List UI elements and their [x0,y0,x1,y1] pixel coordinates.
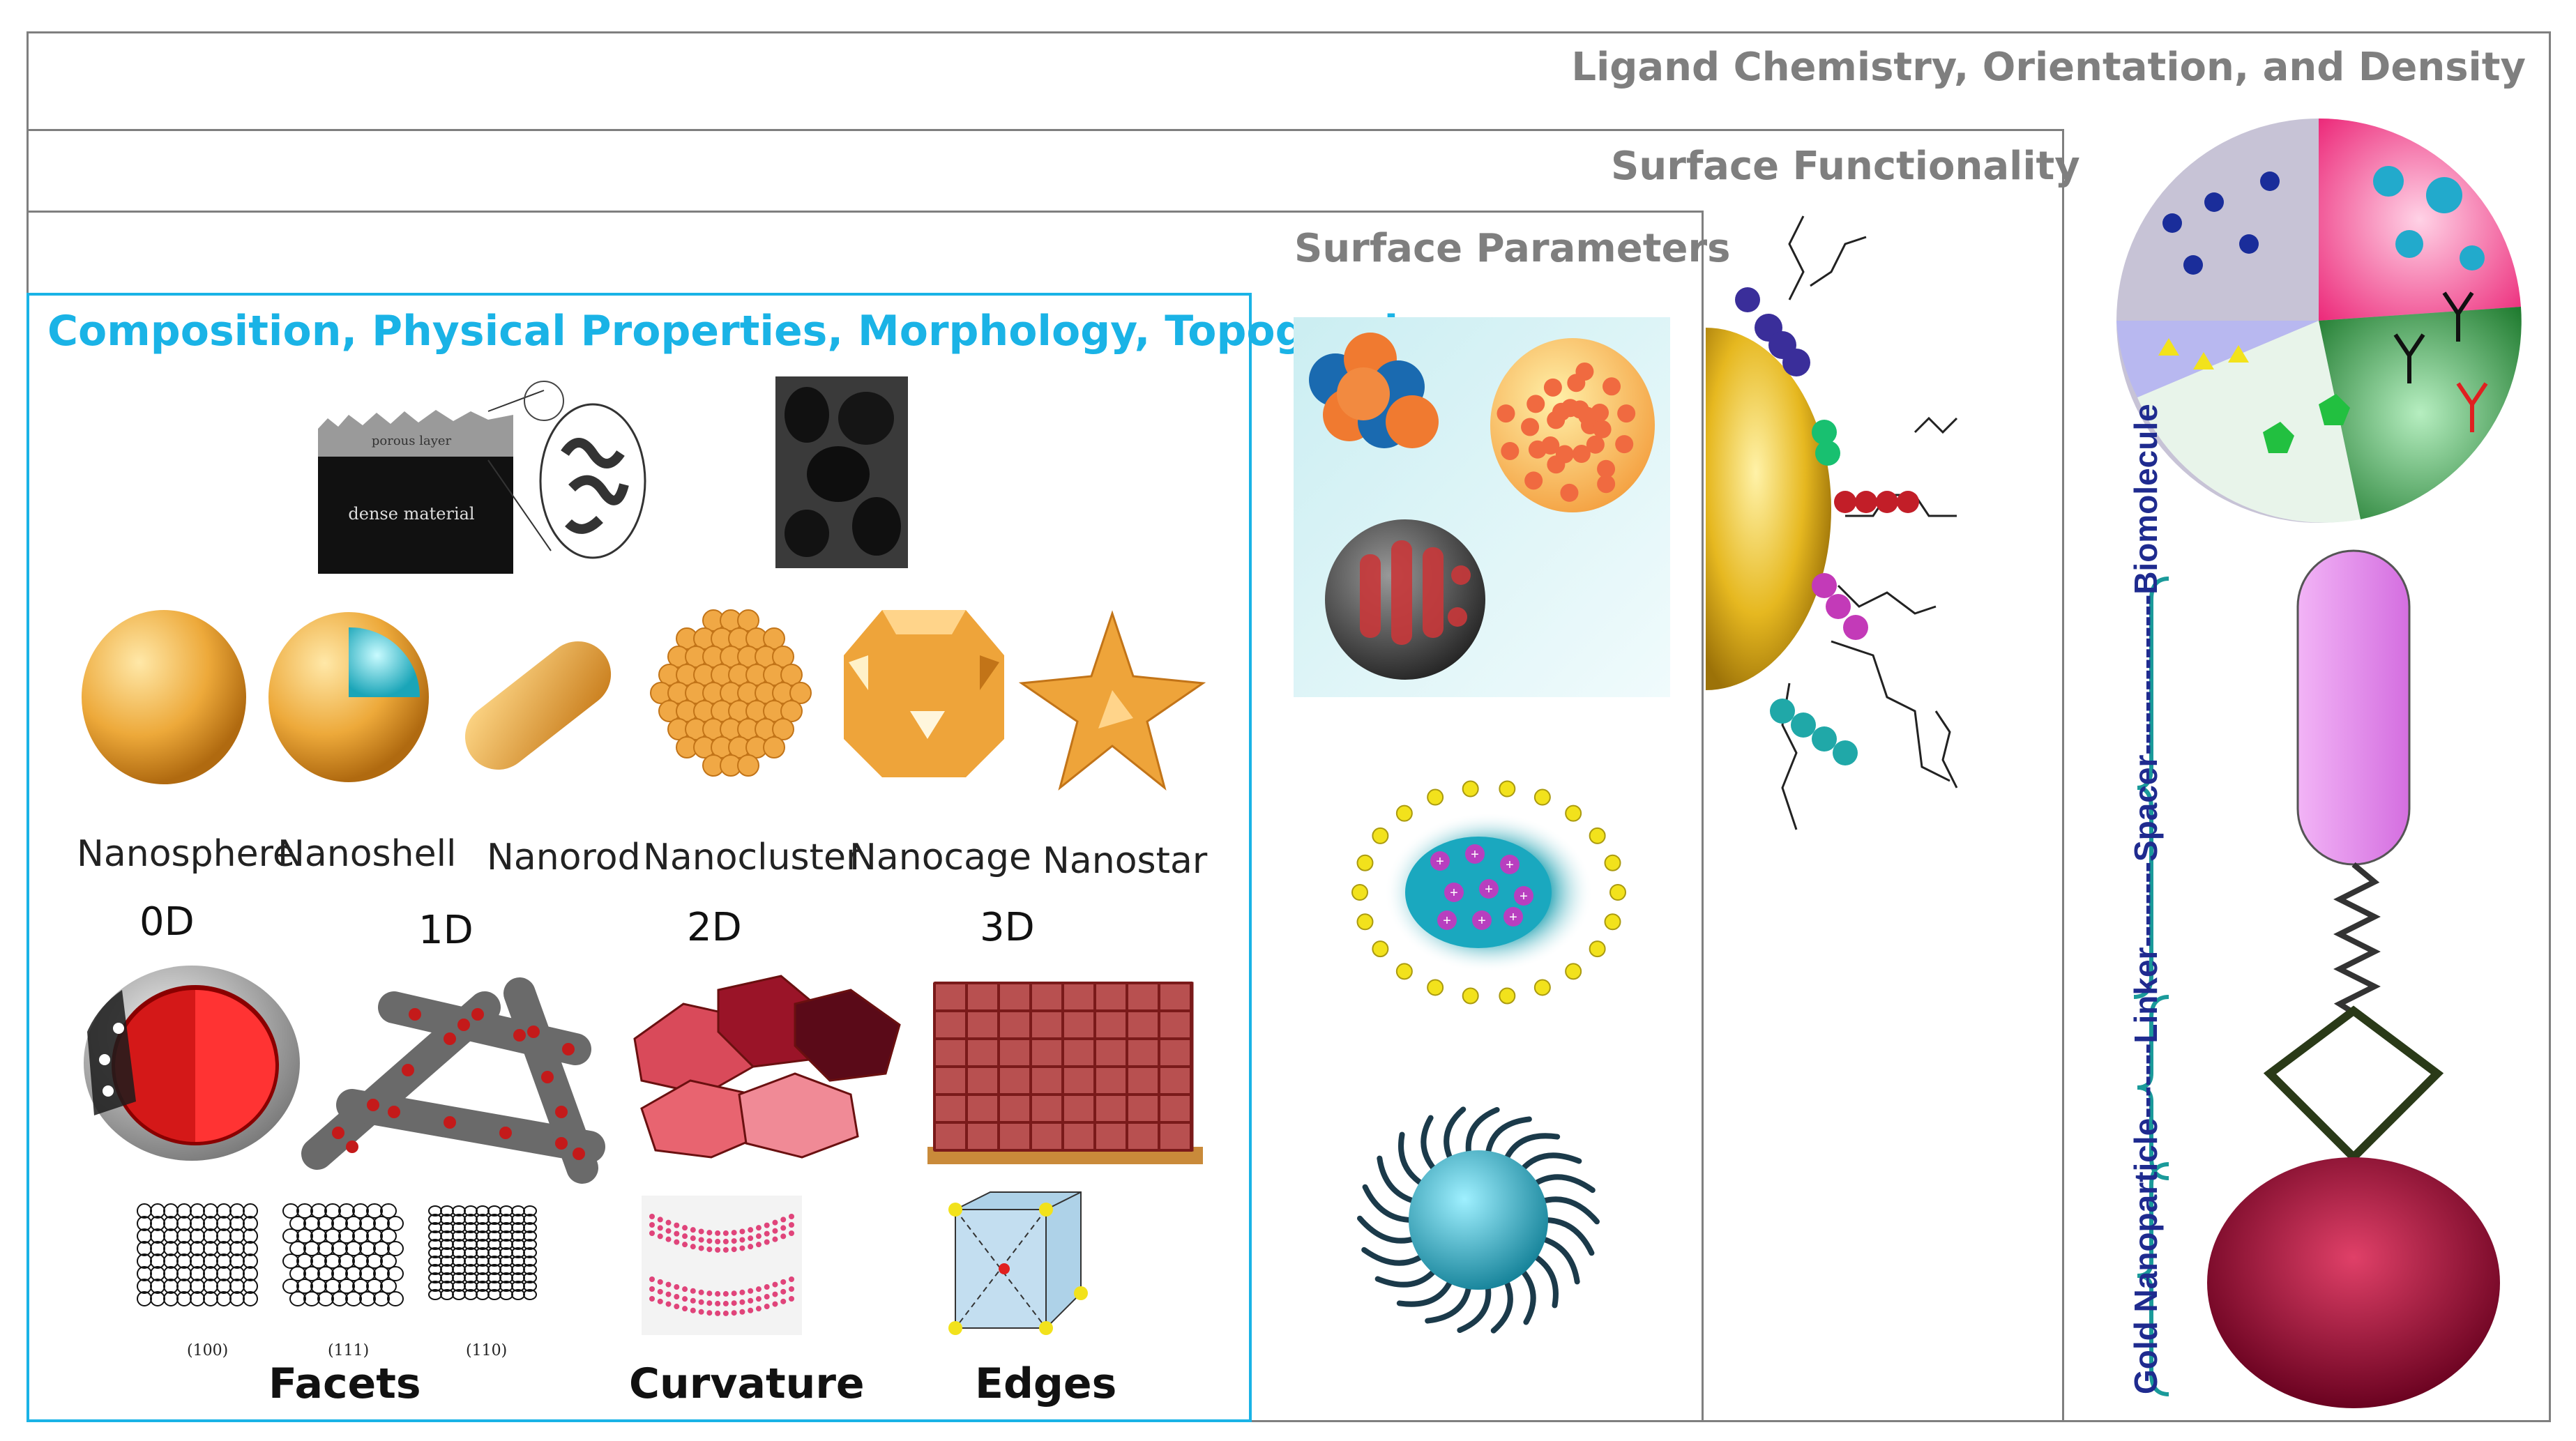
nanocluster-icon [650,609,812,777]
nanotube-network-1d [301,977,605,1184]
edges-cube-diagram [948,1191,1088,1335]
surface-functionality-title: Surface Functionality [1611,144,2080,189]
svg-text:+: + [1520,889,1528,904]
porous-micrograph [775,376,908,568]
facet-lattice-111 [282,1203,404,1306]
dimension-label-2d: 2D [687,905,742,950]
nanorod-icon [464,641,612,770]
shape-label-nanorod: Nanorod [487,837,641,878]
dimension-label-1d: 1D [418,908,473,953]
ligand-panel-title: Ligand Chemistry, Orientation, and Densi… [1571,45,2526,90]
feature-label-facets: Facets [268,1359,421,1408]
surface-parameters-title: Surface Parameters [1294,226,1731,271]
feature-label-edges: Edges [975,1359,1117,1408]
charged-particle-image: +++++++++ [1351,780,1626,1005]
shape-label-nanosphere: Nanosphere [77,833,295,875]
shape-label-nanostar: Nanostar [1043,840,1208,882]
shape-label-nanocluster: Nanocluster [643,837,861,878]
composition-title: Composition, Physical Properties, Morpho… [47,307,1441,356]
porous-layer-image: porous layer dense material [318,381,646,574]
lattice-3d [927,982,1203,1164]
hairy-particle-image [1357,1106,1600,1334]
svg-text:+: + [1436,854,1444,869]
facet-lattice-100 [137,1203,258,1306]
hollow-sphere-0d [84,966,300,1161]
nanosphere-icon [82,610,246,784]
conjugate-axis-label: Gold Nanoparticle-------Linker--------Sp… [2128,404,2164,1394]
nanocage-icon [844,610,1004,777]
nanostar-icon [1018,610,1206,791]
dimension-label-0d: 0D [139,899,195,945]
svg-text:+: + [1485,882,1493,897]
curvature-diagram [642,1196,802,1335]
dense-material-label: dense material [348,504,474,524]
facet-index-100: (100) [187,1342,229,1359]
svg-text:+: + [1443,913,1451,929]
surface-patterns-image [1294,317,1670,697]
svg-text:+: + [1478,913,1486,929]
shape-label-nanocage: Nanocage [849,837,1031,878]
nanoshell-icon [268,612,429,782]
feature-label-curvature: Curvature [629,1359,865,1408]
porous-layer-label: porous layer [372,434,452,448]
svg-text:+: + [1471,847,1479,862]
gold-conjugate-schematic [2133,549,2500,1408]
gold-surface-ligands-image [1706,215,1958,830]
dimension-label-3d: 3D [980,905,1035,950]
nanosheets-2d [633,975,901,1159]
facet-index-110: (110) [466,1342,508,1359]
svg-text:+: + [1509,910,1517,925]
ligand-density-pie [2116,118,2522,523]
shape-label-nanoshell: Nanoshell [278,833,457,875]
facet-lattice-110 [428,1205,537,1300]
svg-text:+: + [1450,885,1458,901]
facet-index-111: (111) [328,1342,370,1359]
svg-text:+: + [1506,857,1514,873]
